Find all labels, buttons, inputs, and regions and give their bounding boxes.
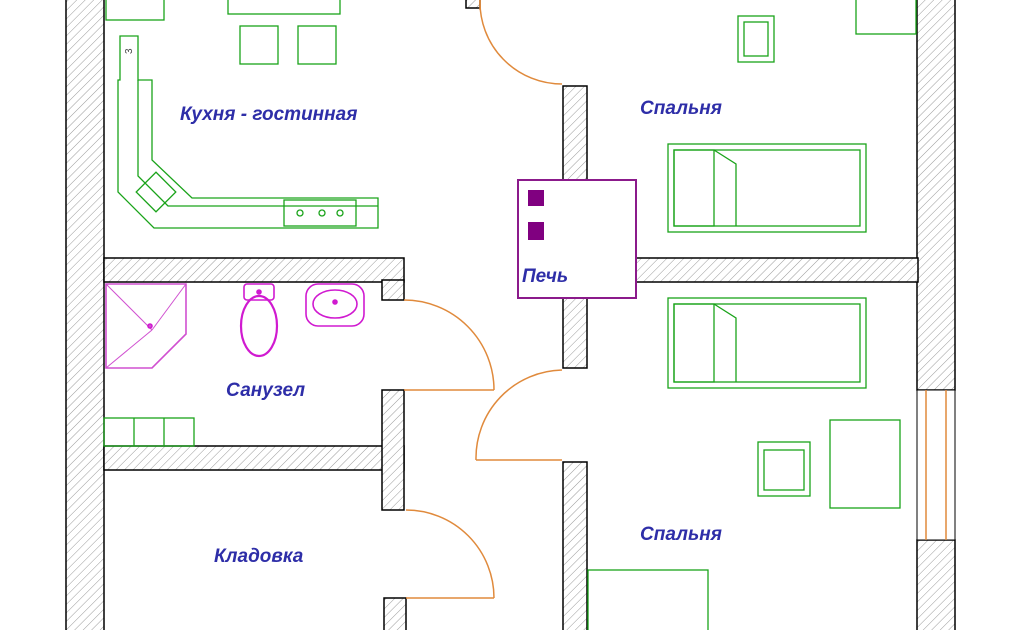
door-bathroom-swing [403, 299, 495, 391]
bed-top [667, 143, 867, 233]
wall-central-upper [562, 85, 588, 181]
shower-tray [105, 283, 187, 369]
bed-bottom [667, 297, 867, 389]
wall-central-middle [562, 297, 588, 369]
wall-bath-storage [103, 445, 405, 471]
walls [65, 0, 956, 630]
label-bedroom-top: Спальня [640, 98, 722, 119]
chair-top [737, 15, 775, 63]
stove [517, 179, 637, 299]
window-right [916, 389, 956, 541]
label-bedroom-bottom: Спальня [640, 524, 722, 545]
wardrobe-bottom [587, 569, 709, 630]
bedroom-bottom-furniture [587, 297, 901, 630]
wall-storage-stub [383, 597, 407, 630]
kitchen-corner-sink [135, 171, 177, 213]
wall-bedroom-divider [635, 257, 919, 283]
outer-wall-right-upper [916, 0, 956, 391]
dining-chair-left [239, 25, 279, 65]
door-storage-swing [405, 509, 495, 599]
wall-top-stub [465, 0, 481, 9]
kitchen-upper-cabinet [105, 0, 165, 21]
stove-burner-1 [528, 190, 544, 206]
kitchen-counter [117, 35, 379, 229]
toilet-tank [243, 283, 275, 301]
bathroom-shelves [103, 417, 195, 447]
wall-kitchen-bath [103, 257, 405, 283]
label-kitchen-living: Кухня - гостинная [180, 104, 357, 125]
door-bedroom-lower-swing [475, 369, 563, 461]
label-bathroom: Санузел [226, 380, 305, 401]
label-storage: Кладовка [214, 546, 304, 567]
kitchen-marker: 3 [124, 48, 135, 54]
washbasin [305, 283, 365, 327]
outer-wall-right-lower [916, 539, 956, 630]
kitchen-counter-inner [137, 80, 378, 207]
dining-table [227, 0, 341, 15]
desk-top [855, 0, 917, 35]
kitchen-furniture [105, 0, 379, 229]
bedroom-top-furniture [667, 0, 917, 233]
wall-bath-corridor [381, 389, 405, 511]
stove-burner-2 [528, 222, 544, 240]
chair-bottom [757, 441, 811, 497]
wall-bath-stub [381, 279, 405, 301]
dining-chair-right [297, 25, 337, 65]
doors [403, 0, 563, 599]
desk-bottom [829, 419, 901, 509]
bathroom-fixtures [105, 283, 365, 369]
wall-central-lower [562, 461, 588, 630]
label-stove: Печь [522, 266, 568, 287]
outer-wall-left [65, 0, 105, 630]
kitchen-hob [283, 199, 357, 227]
toilet-bowl [239, 294, 279, 358]
door-kitchen-swing [479, 0, 563, 85]
